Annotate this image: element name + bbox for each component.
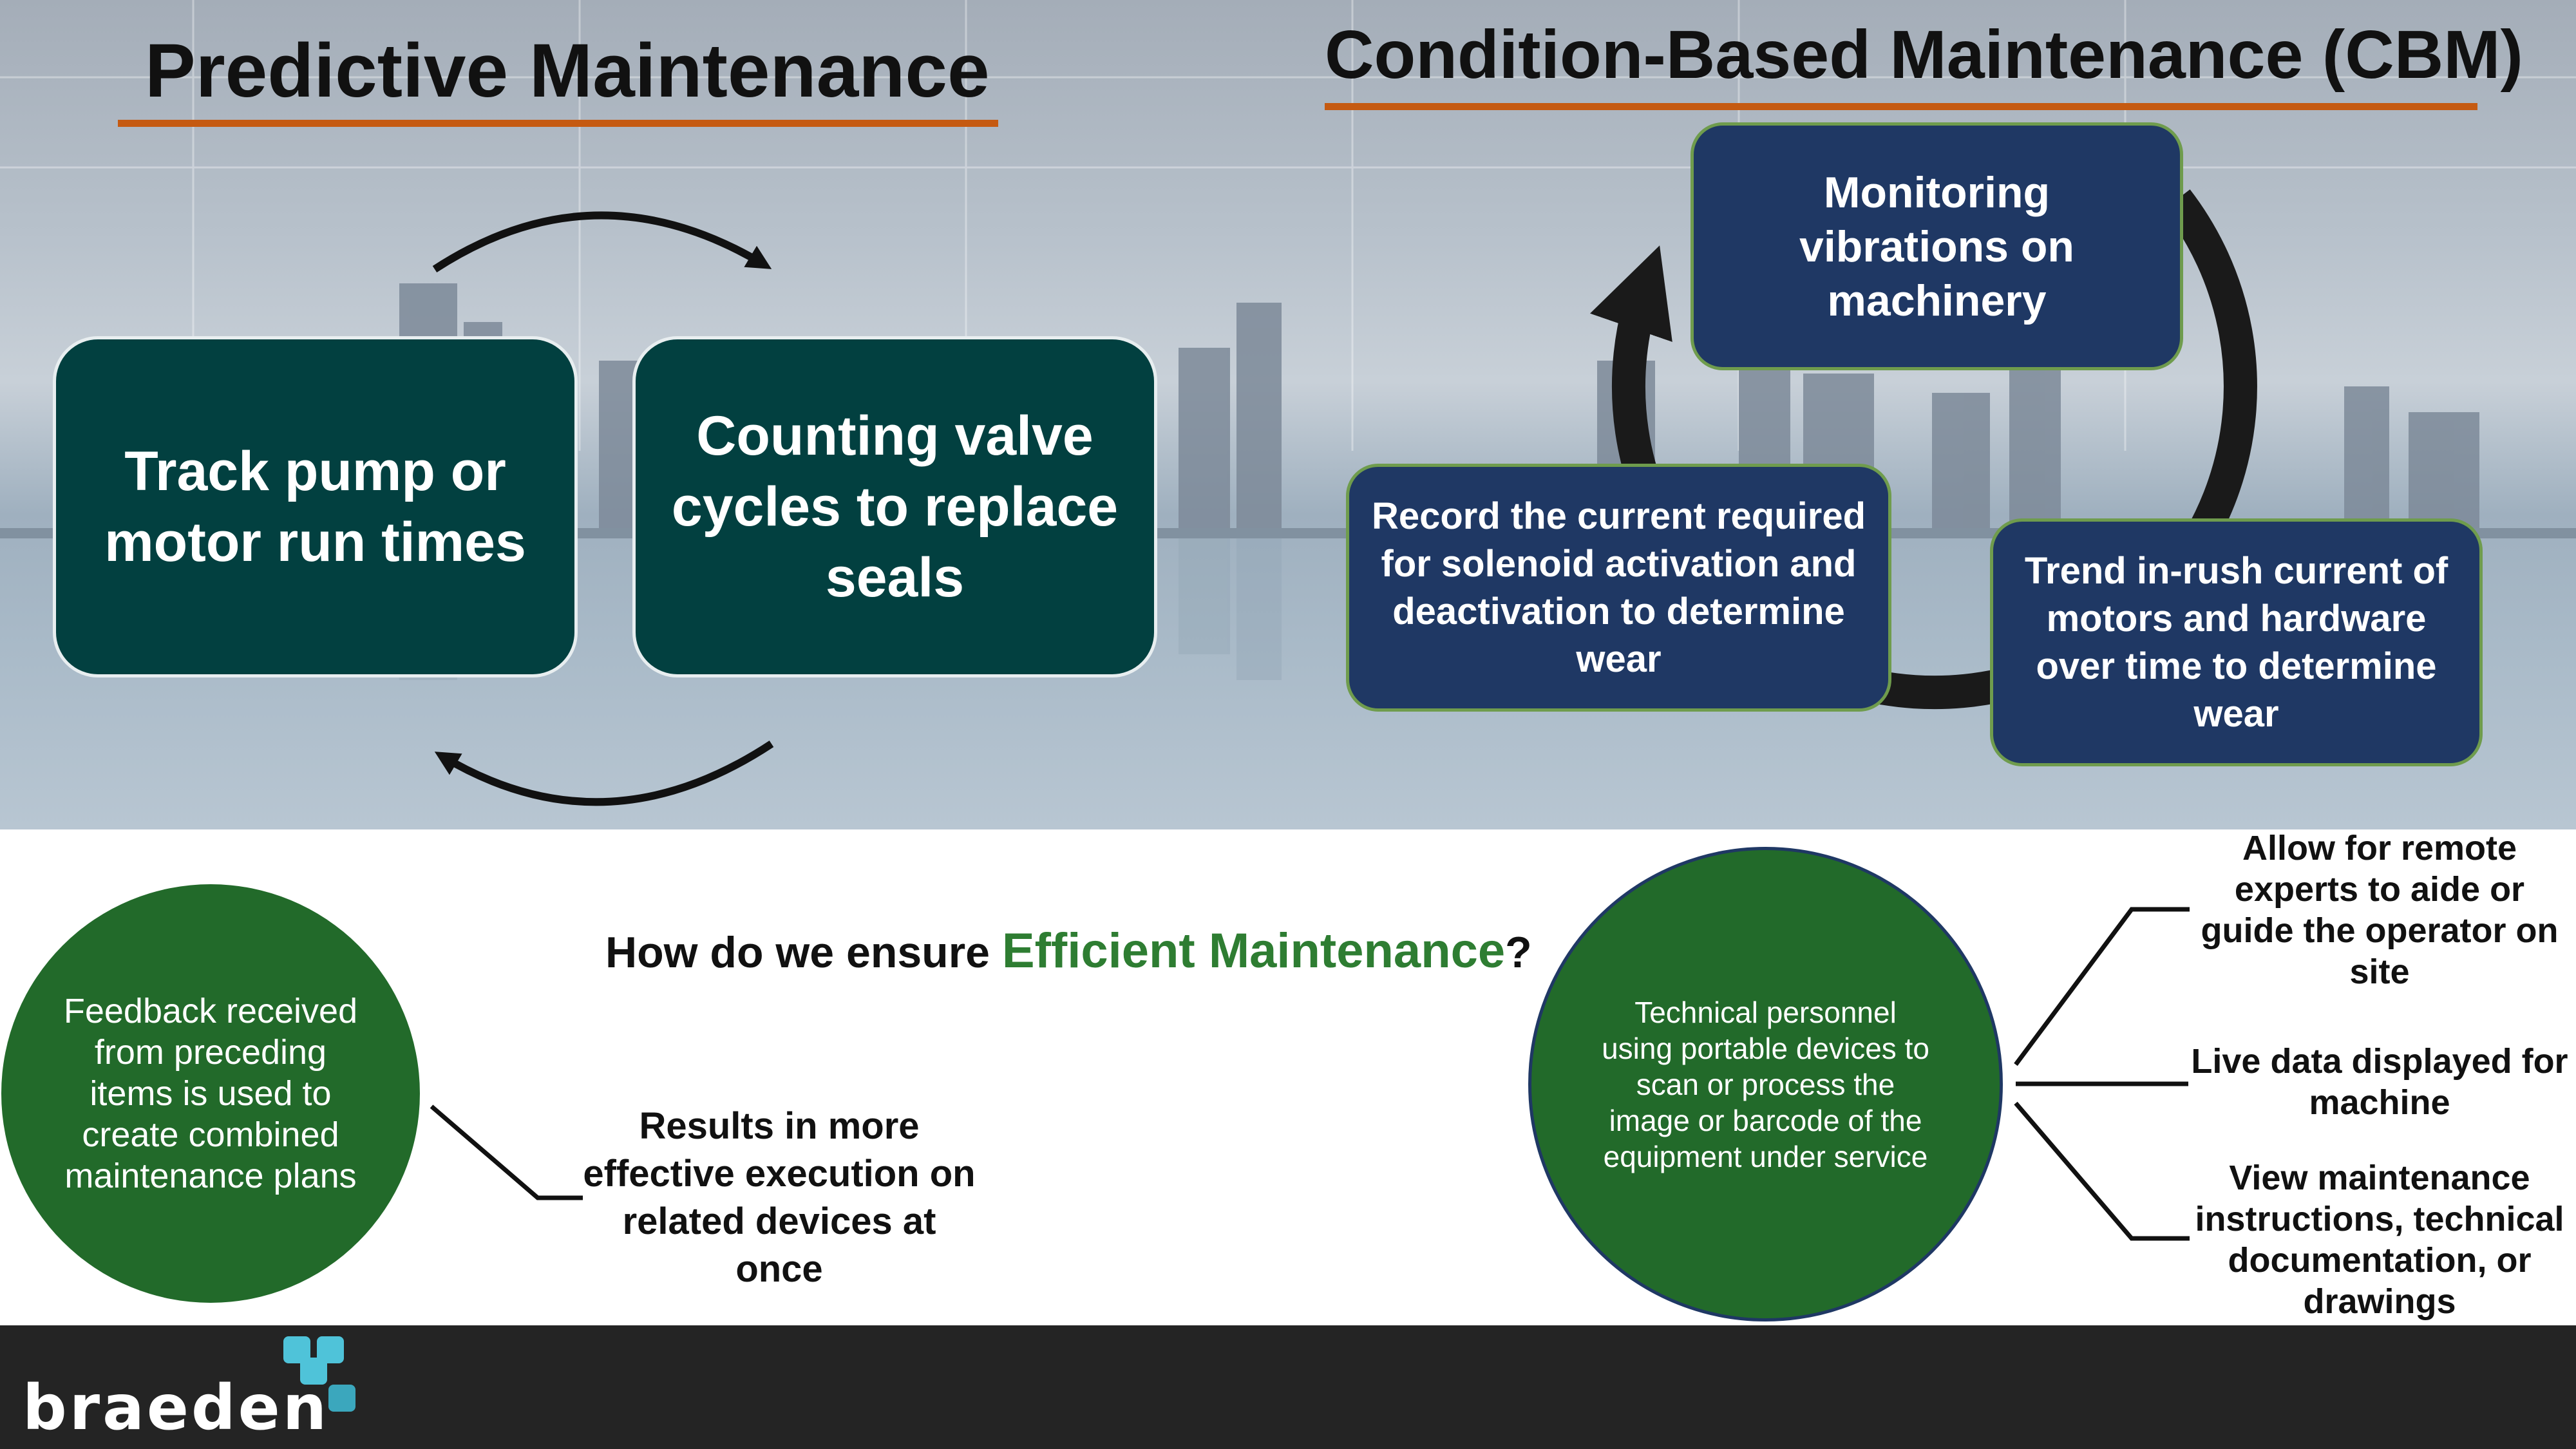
logo-squares-icon [283,1336,355,1412]
question-highlight: Efficient Maintenance [1001,923,1506,978]
valve-cycles-text: Counting valve cycles to replace seals [671,405,1119,609]
footer-bar [0,1325,2576,1449]
question-suffix: ? [1505,928,1532,977]
technical-personnel-circle: Technical personnel using portable devic… [1528,847,2003,1321]
vibrations-box: Monitoring vibrations on machinery [1690,122,2183,370]
cbm-title: Condition-Based Maintenance (CBM) [1325,17,2523,93]
braeden-logo: braeden [23,1377,329,1439]
efficient-maintenance-question: How do we ensure Efficient Maintenance? [605,922,1532,981]
solenoid-current-box: Record the current required for solenoid… [1346,464,1891,712]
technical-personnel-text: Technical personnel using portable devic… [1602,995,1929,1173]
remote-experts-text: Allow for remote experts to aide or guid… [2201,829,2559,991]
braeden-logo-text: braeden [23,1372,330,1444]
results-text-content: Results in more effective execution on r… [583,1105,976,1290]
live-data-item: Live data displayed for machine [2186,1034,2573,1130]
live-data-text: Live data displayed for machine [2191,1042,2568,1122]
vibrations-text: Monitoring vibrations on machinery [1799,167,2074,325]
results-text: Results in more effective execution on r… [583,1095,976,1301]
cbm-title-underline [1325,103,2477,110]
maintenance-instructions-text: View maintenance instructions, technical… [2195,1159,2564,1321]
feedback-connector [430,1104,583,1200]
inrush-current-text: Trend in-rush current of motors and hard… [2024,549,2448,735]
remote-experts-item: Allow for remote experts to aide or guid… [2186,823,2573,997]
feedback-circle-text: Feedback received from preceding items i… [63,992,358,1195]
cycle-arrow-top [432,211,772,273]
predictive-title: Predictive Maintenance [145,28,990,113]
question-prefix: How do we ensure [605,928,1002,977]
solenoid-current-text: Record the current required for solenoid… [1371,495,1866,680]
predictive-title-underline [118,120,998,127]
feedback-circle: Feedback received from preceding items i… [1,884,420,1303]
cycle-arrow-bottom [434,740,774,806]
run-times-box: Track pump or motor run times [53,336,578,677]
maintenance-instructions-item: View maintenance instructions, technical… [2186,1153,2573,1327]
valve-cycles-box: Counting valve cycles to replace seals [632,336,1157,677]
inrush-current-box: Trend in-rush current of motors and hard… [1990,518,2483,766]
run-times-text: Track pump or motor run times [104,440,526,573]
branch-connector-top [2014,907,2190,1066]
branch-connector-bottom [2014,1101,2190,1241]
